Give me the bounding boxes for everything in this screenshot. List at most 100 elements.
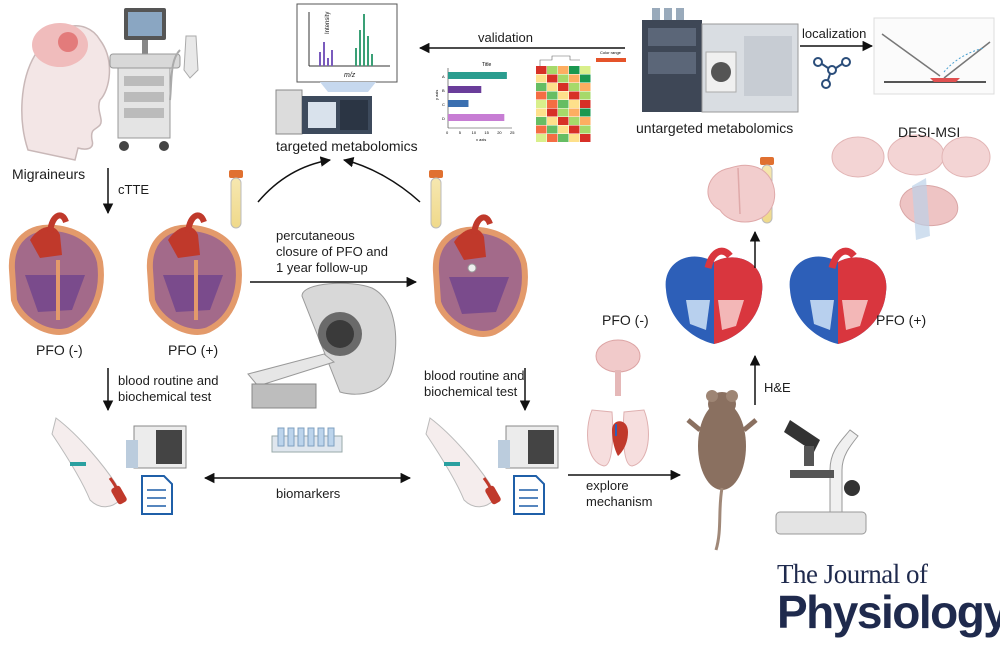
heart-pfo-negative-left-icon [8, 212, 104, 335]
label-migraineurs: Migraineurs [12, 166, 86, 182]
migraineur-head-icon [21, 23, 111, 161]
blood-tube-middle-icon [429, 170, 443, 229]
heatmap-cell [580, 74, 591, 83]
heart-pfo-positive-left-icon [146, 212, 242, 335]
mini-bar-category-label: B [442, 88, 445, 93]
heatmap-cell [569, 74, 580, 83]
mini-bar-tick-label: 15 [484, 130, 489, 135]
heatmap-legend-title: Color range [600, 50, 622, 55]
heatmap-cell [547, 100, 558, 108]
brain-lungs-heart-icon [587, 339, 649, 467]
label-explore-2: mechanism [586, 494, 653, 509]
heatmap-cell [558, 108, 569, 117]
mini-bar-category-label: D [442, 116, 445, 121]
journal-line-1: The Journal of [777, 559, 928, 589]
heatmap-cell [558, 125, 569, 134]
label-pfo-positive-right: PFO (+) [876, 312, 927, 328]
heatmap-cell [536, 83, 547, 91]
label-localization: localization [802, 26, 867, 41]
heatmap-cell [547, 108, 558, 117]
ct-scanner-icon [247, 282, 397, 409]
mass-spectrum-card [296, 3, 398, 92]
heatmap-cell [536, 108, 547, 117]
mini-bar-category-label: C [442, 102, 445, 107]
heatmap-cell [580, 134, 591, 142]
heatmap-cell [558, 83, 569, 91]
arrow-left-tube-to-targeted [257, 156, 332, 203]
mouse-icon [686, 390, 758, 551]
mini-bar-tick-label: 5 [459, 130, 462, 135]
heart-pfo-positive-right-icon [789, 247, 887, 344]
heatmap-cell [580, 100, 591, 108]
heatmap-cell [558, 74, 569, 83]
label-blood-test-right-2: biochemical test [424, 384, 518, 399]
heatmap-cell [536, 117, 547, 125]
heatmap-cell [569, 91, 580, 100]
mini-bar-tick-label: 0 [446, 130, 449, 135]
heatmap-cell [569, 66, 580, 74]
label-untargeted-metabolomics: untargeted metabolomics [636, 120, 794, 136]
lc-ms-instrument-right-icon [642, 8, 799, 113]
heatmap-cell [547, 117, 558, 125]
spectrum-ylabel: Intensity [325, 11, 331, 34]
label-biomarkers: biomarkers [276, 486, 341, 501]
lc-ms-instrument-left-icon [275, 89, 372, 135]
heatmap-cell [580, 117, 591, 125]
heatmap-cell [569, 125, 580, 134]
heatmap-cell [536, 74, 547, 83]
mini-bar-tick-label: 10 [472, 130, 477, 135]
mini-bar-ylabel: y axis [434, 90, 439, 100]
heatmap-cell [547, 91, 558, 100]
label-pfo-negative-right: PFO (-) [602, 312, 649, 328]
desi-schematic-icon [873, 17, 995, 95]
heatmap-cell [569, 117, 580, 125]
heatmap-cell [558, 117, 569, 125]
heatmap-cell [558, 100, 569, 108]
brain-top-icon [707, 164, 776, 223]
ultrasound-machine-icon [109, 8, 199, 151]
heatmap-cell [569, 100, 580, 108]
heatmap-cell [558, 134, 569, 142]
label-desi-msi: DESI-MSI [898, 124, 961, 140]
heatmap-cell [547, 74, 558, 83]
label-blood-test-left-2: biochemical test [118, 389, 212, 404]
heatmap-cell [547, 134, 558, 142]
arrow-middle-tube-to-targeted [342, 157, 421, 203]
mini-bar-B [448, 86, 482, 93]
heatmap-cell [569, 83, 580, 91]
mini-bar-D [448, 114, 505, 121]
heatmap-cell [547, 125, 558, 134]
heatmap-cell [580, 91, 591, 100]
brain-slices-icon [831, 134, 991, 240]
blood-tube-left-icon [229, 170, 243, 229]
heatmap-cell [536, 91, 547, 100]
blood-draw-left-icon [51, 417, 187, 515]
mini-bar-A [448, 72, 507, 79]
journal-logo: The Journal of Physiology [777, 560, 1000, 636]
heatmap-cell [580, 108, 591, 117]
heatmap-cell [536, 125, 547, 134]
heatmap-cell [580, 83, 591, 91]
heatmap-cell [547, 83, 558, 91]
label-pfo-negative-left: PFO (-) [36, 342, 83, 358]
label-closure-3: 1 year follow-up [276, 260, 368, 275]
heatmap-cell [558, 66, 569, 74]
spectrum-xlabel: m/z [344, 72, 356, 79]
label-blood-test-right-1: blood routine and [424, 368, 525, 383]
mini-bar-category-label: A [442, 74, 445, 79]
mini-bar-title: Title [482, 62, 491, 68]
mini-bar-C [448, 100, 469, 107]
label-he: H&E [764, 380, 791, 395]
label-closure-2: closure of PFO and [276, 244, 388, 259]
heatmap-cell [536, 134, 547, 142]
journal-line-2: Physiology [777, 586, 1000, 638]
label-ctte: cTTE [118, 182, 150, 197]
heatmap-icon: Color range [536, 50, 626, 142]
label-blood-test-left-1: blood routine and [118, 373, 219, 388]
label-pfo-positive-left: PFO (+) [168, 342, 219, 358]
heatmap-cell [580, 66, 591, 74]
microscope-icon [775, 420, 867, 535]
